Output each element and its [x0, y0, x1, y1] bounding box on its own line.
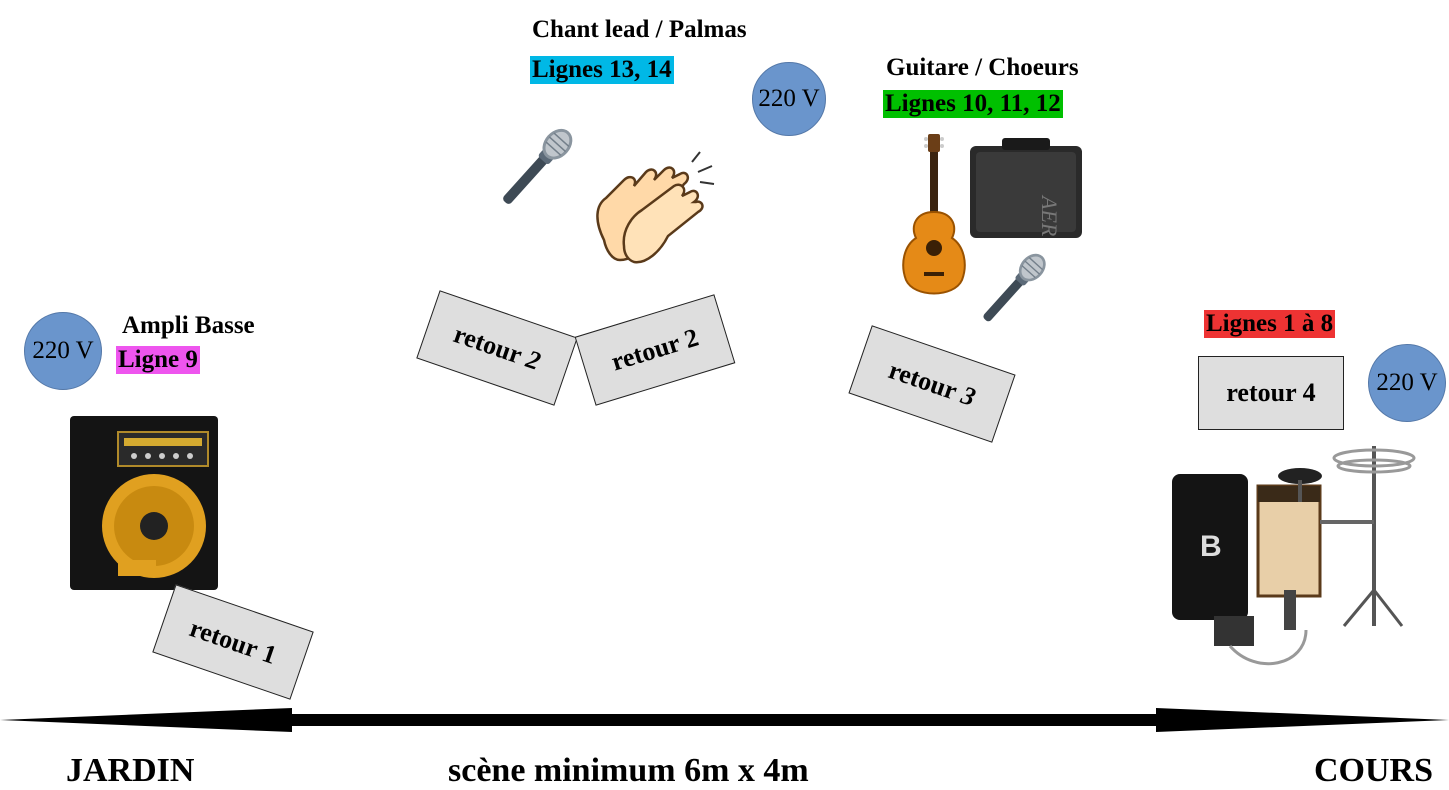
retour-3: retour 3: [848, 325, 1016, 443]
microphone-icon: [968, 244, 1058, 334]
outlet-220v-percu: 220 V: [1368, 344, 1446, 422]
svg-text:B: B: [1200, 530, 1222, 563]
retour-num: 1: [258, 638, 281, 670]
outlet-220v-chant: 220 V: [752, 62, 826, 136]
acoustic-guitar-icon: [896, 134, 972, 300]
svg-text:AER: AER: [1037, 194, 1062, 237]
outlet-label: 220 V: [758, 85, 820, 112]
retour-num: 2: [522, 344, 545, 376]
retour-label: retour 2: [607, 322, 702, 377]
retour-2b: retour 2: [574, 294, 736, 406]
cours-label: COURS: [1314, 752, 1434, 789]
stage-size-label: scène minimum 6m x 4m: [448, 752, 809, 789]
guitare-lines-badge: Lignes 10, 11, 12: [883, 90, 1063, 118]
guitare-title: Guitare / Choeurs: [886, 54, 1079, 81]
jardin-label: JARDIN: [66, 752, 195, 789]
chant-lines-badge: Lignes 13, 14: [530, 56, 674, 84]
retour-2a: retour 2: [416, 290, 578, 406]
microphone-icon: [486, 118, 586, 218]
retour-word: retour: [185, 613, 262, 664]
basse-title: Ampli Basse: [122, 312, 255, 339]
retour-word: retour: [449, 319, 526, 370]
basse-lines-badge: Ligne 9: [116, 346, 200, 374]
percu-lines-badge: Lignes 1 à 8: [1204, 310, 1336, 338]
retour-label: retour 4: [1226, 378, 1316, 407]
clapping-hands-icon: [584, 150, 720, 274]
stage-width-arrow: [0, 700, 1449, 740]
bass-amplifier-icon: [68, 414, 220, 592]
retour-num: 3: [957, 380, 980, 412]
outlet-label: 220 V: [32, 337, 94, 364]
retour-word: retour: [884, 355, 961, 406]
chant-title: Chant lead / Palmas: [532, 16, 747, 43]
retour-1: retour 1: [152, 584, 314, 700]
cajon-kit-icon: B: [1166, 440, 1442, 676]
retour-4: retour 4: [1198, 356, 1344, 430]
outlet-220v-basse: 220 V: [24, 312, 102, 390]
outlet-label: 220 V: [1376, 369, 1438, 396]
amplifier-icon: AER: [968, 136, 1084, 240]
